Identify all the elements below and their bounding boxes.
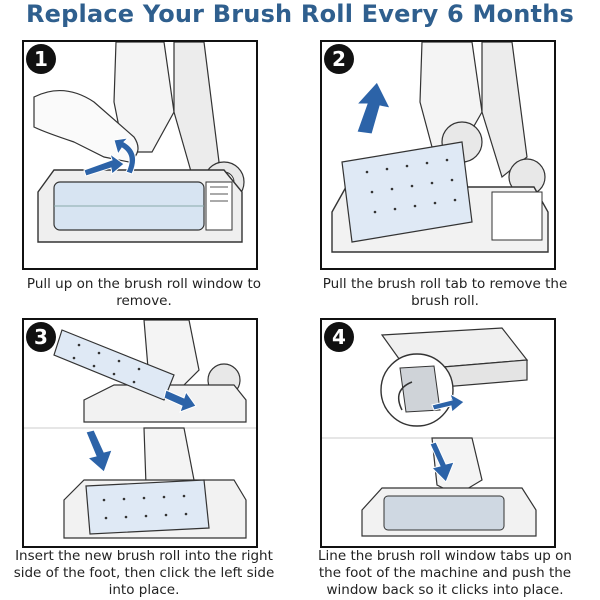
step-3-panel: 3 [22, 318, 258, 548]
step-2-badge: 2 [324, 44, 354, 74]
step-2-panel: 2 [320, 40, 556, 270]
step-2-caption: Pull the brush roll tab to remove the br… [322, 276, 568, 309]
step-1-panel: 1 [22, 40, 258, 270]
step-4-caption: Line the brush roll window tabs up on th… [318, 548, 572, 598]
step-3-illustration [24, 320, 256, 539]
step-4-illustration [322, 327, 554, 537]
step-4-panel: 4 [320, 318, 556, 548]
step-1-badge: 1 [26, 44, 56, 74]
step-3-caption: Insert the new brush roll into the right… [13, 548, 275, 598]
step-3-badge: 3 [26, 322, 56, 352]
step-2-illustration [331, 42, 549, 253]
step-4-badge: 4 [324, 322, 354, 352]
step-1-illustration [33, 42, 245, 243]
page-title: Replace Your Brush Roll Every 6 Months [26, 0, 574, 28]
step-1-caption: Pull up on the brush roll window to remo… [26, 276, 262, 309]
